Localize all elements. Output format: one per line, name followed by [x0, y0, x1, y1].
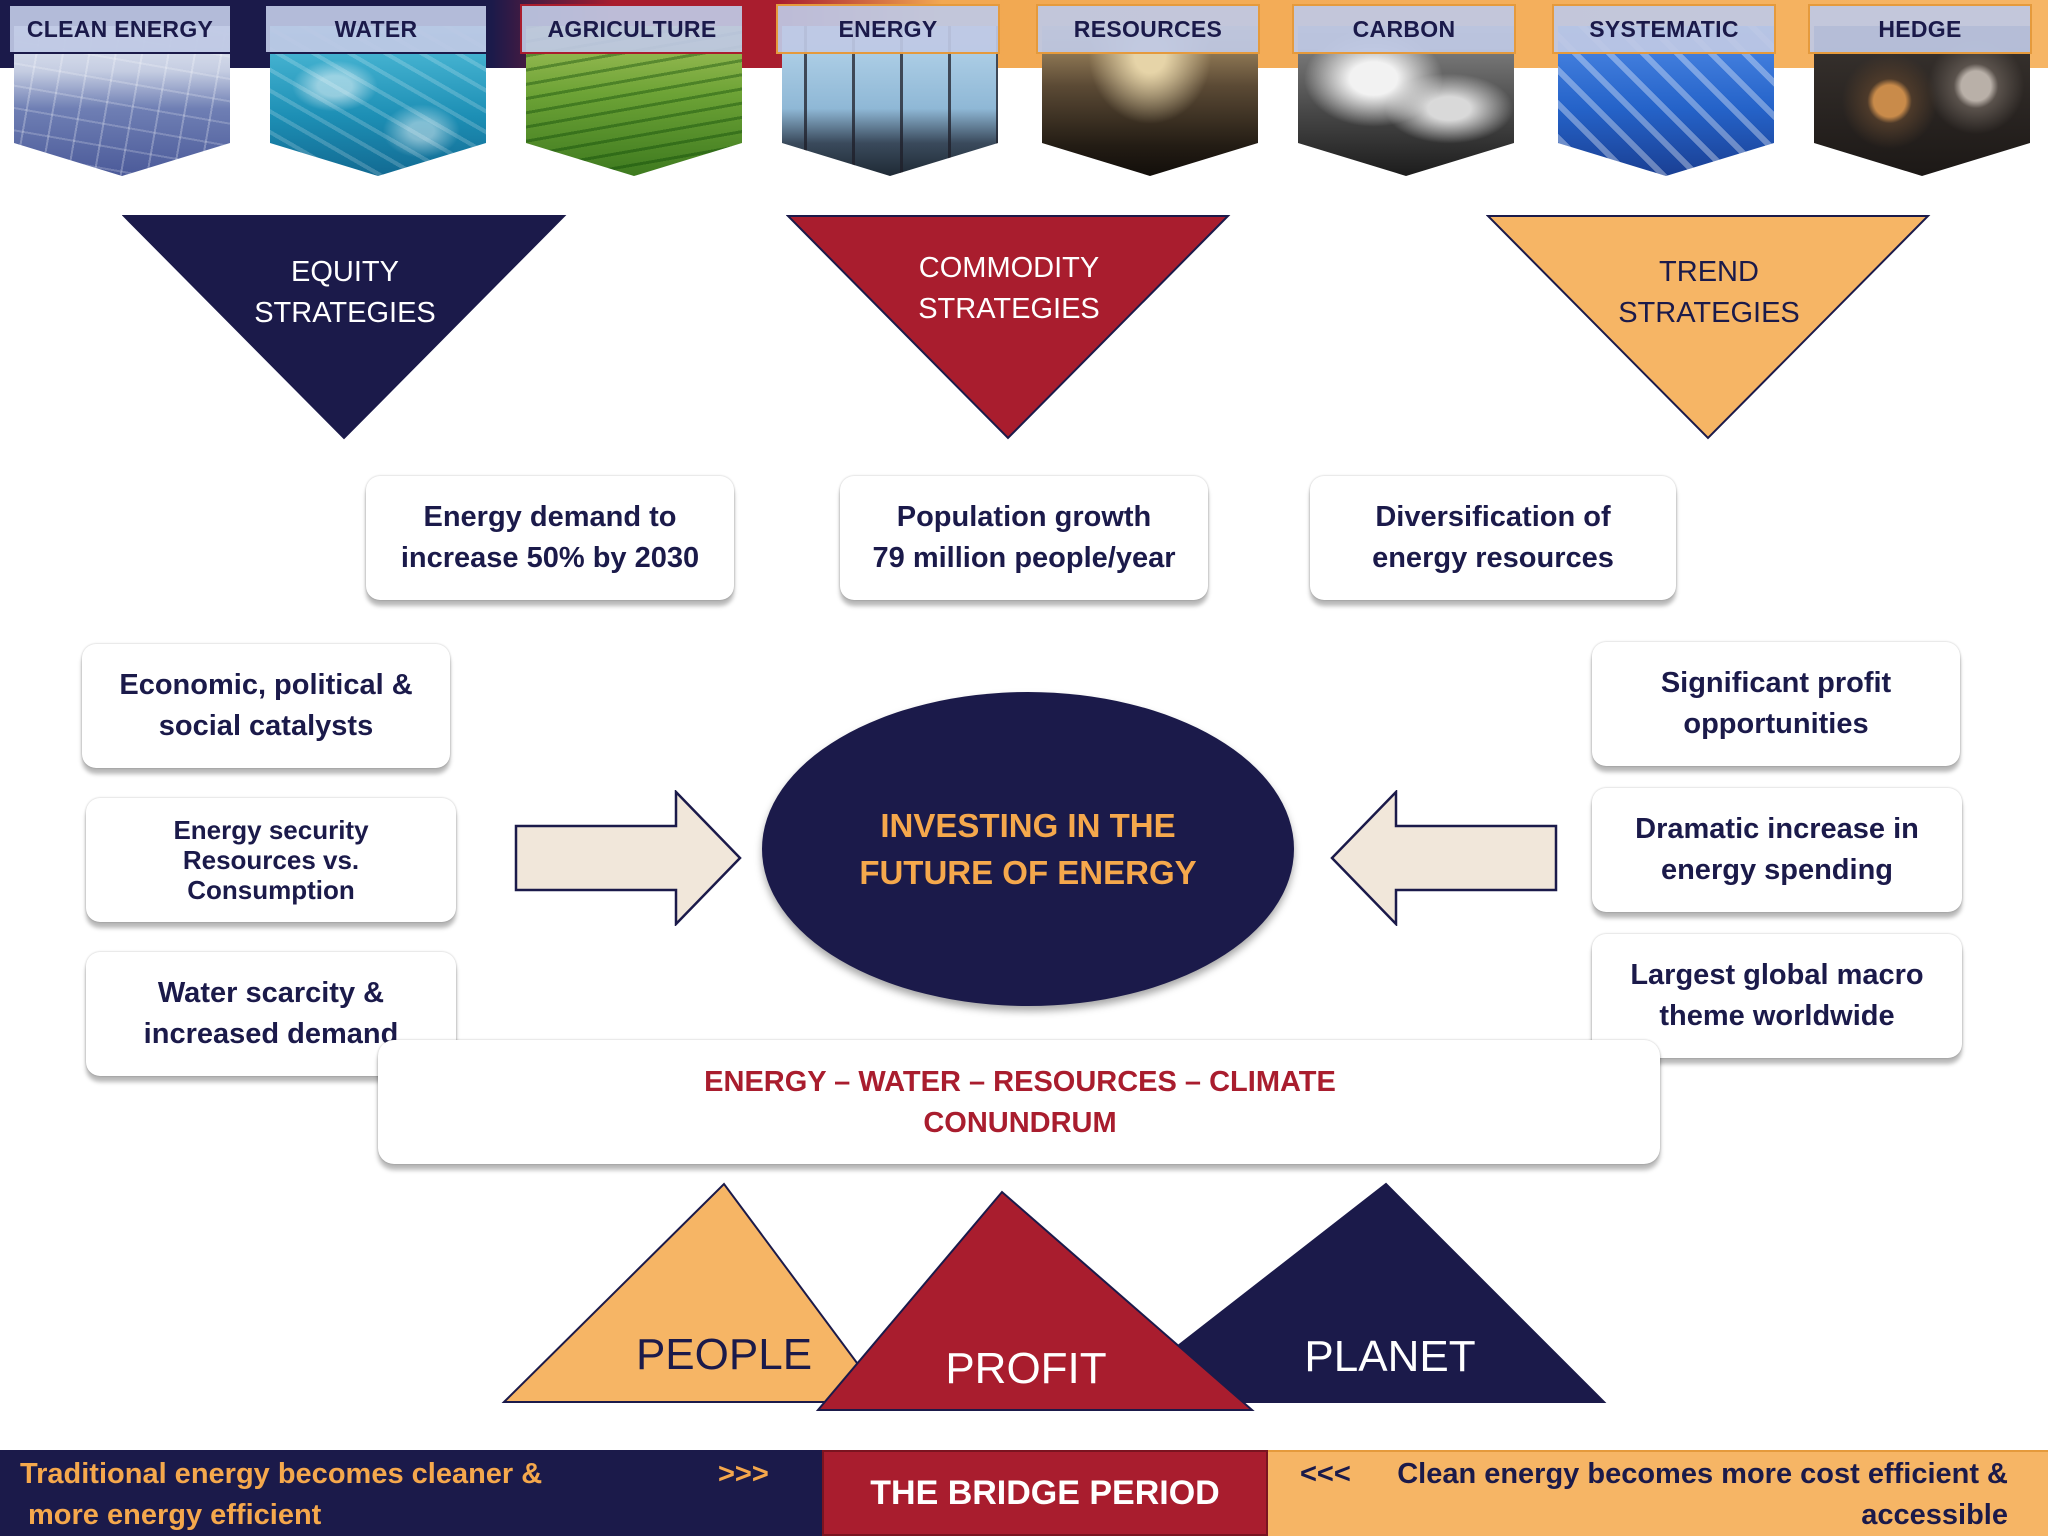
global-macro-box: Largest global macro theme worldwide: [1592, 934, 1962, 1058]
bridge-period-box: THE BRIDGE PERIOD: [822, 1450, 1268, 1536]
profit-label: PROFIT: [945, 1344, 1107, 1393]
trend-strategies-line2: STRATEGIES: [1618, 297, 1800, 329]
center-line1: INVESTING IN THE: [880, 807, 1176, 844]
theme-label-agriculture: AGRICULTURE: [520, 4, 744, 54]
theme-tile-energy[interactable]: ENERGY: [776, 4, 1004, 176]
theme-label-hedge: HEDGE: [1808, 4, 2032, 54]
spending-line2: energy spending: [1660, 854, 1894, 886]
water-line2: increased demand: [143, 1018, 399, 1050]
trend-strategies-triangle: TREND STRATEGIES: [1486, 212, 1932, 442]
theme-tile-hedge[interactable]: HEDGE: [1808, 4, 2036, 176]
commodity-strategies-triangle: COMMODITY STRATEGIES: [786, 212, 1232, 442]
footer-left-arrows: >>>: [718, 1458, 769, 1490]
commodity-strategies-line2: STRATEGIES: [918, 293, 1100, 325]
left-arrow-icon: [1330, 790, 1558, 926]
macro-line2: theme worldwide: [1659, 1000, 1895, 1032]
theme-tile-clean-energy[interactable]: CLEAN ENERGY: [8, 4, 236, 176]
bridge-period-label: THE BRIDGE PERIOD: [870, 1473, 1220, 1512]
profit-opportunities-box: Significant profit opportunities: [1592, 642, 1960, 766]
equity-strategies-line2: STRATEGIES: [254, 297, 436, 329]
investing-future-ellipse: INVESTING IN THE FUTURE OF ENERGY: [762, 692, 1294, 1006]
planet-label: PLANET: [1304, 1332, 1476, 1381]
catalysts-box: Economic, political & social catalysts: [82, 644, 450, 768]
equity-strategies-triangle: EQUITY STRATEGIES: [122, 212, 568, 442]
energy-demand-line1: Energy demand to: [423, 501, 677, 533]
theme-tile-systematic[interactable]: SYSTEMATIC: [1552, 4, 1780, 176]
security-line1: Energy security: [173, 815, 369, 845]
footer-left-line1: Traditional energy becomes cleaner &: [20, 1458, 543, 1490]
footer-right-line1: Clean energy becomes more cost efficient…: [1397, 1458, 2008, 1490]
conundrum-line1: ENERGY – WATER – RESOURCES – CLIMATE: [704, 1066, 1336, 1098]
theme-label-carbon: CARBON: [1292, 4, 1516, 54]
theme-label-systematic: SYSTEMATIC: [1552, 4, 1776, 54]
macro-line1: Largest global macro: [1630, 959, 1924, 991]
energy-demand-line2: increase 50% by 2030: [400, 542, 700, 574]
footer-left-text: Traditional energy becomes cleaner & mor…: [20, 1454, 620, 1536]
equity-strategies-line1: EQUITY: [291, 256, 399, 288]
catalysts-line1: Economic, political &: [119, 669, 413, 701]
catalysts-line2: social catalysts: [158, 710, 374, 742]
water-line1: Water scarcity &: [157, 977, 385, 1009]
conundrum-line2: CONUNDRUM: [923, 1107, 1117, 1139]
diversification-box: Diversification of energy resources: [1310, 476, 1676, 600]
population-line1: Population growth: [896, 501, 1152, 533]
right-arrow-icon: [514, 790, 742, 926]
theme-tile-agriculture[interactable]: AGRICULTURE: [520, 4, 748, 176]
theme-label-energy: ENERGY: [776, 4, 1000, 54]
population-growth-box: Population growth 79 million people/year: [840, 476, 1208, 600]
planet-triangle: [1103, 1182, 1607, 1403]
people-triangle: [501, 1182, 888, 1403]
footer-left-line2: more energy efficient: [28, 1499, 322, 1531]
theme-tile-resources[interactable]: RESOURCES: [1036, 4, 1264, 176]
footer-traditional-energy: [0, 1450, 822, 1536]
diversification-line1: Diversification of: [1375, 501, 1611, 533]
theme-label-resources: RESOURCES: [1036, 4, 1260, 54]
energy-spending-box: Dramatic increase in energy spending: [1592, 788, 1962, 912]
theme-label-clean-energy: CLEAN ENERGY: [8, 4, 232, 54]
commodity-strategies-line1: COMMODITY: [918, 252, 1100, 284]
diversification-line2: energy resources: [1372, 542, 1614, 574]
security-line3: Consumption: [187, 875, 355, 905]
energy-demand-box: Energy demand to increase 50% by 2030: [366, 476, 734, 600]
footer-right-arrows: <<<: [1300, 1458, 1351, 1490]
profit-triangle: [815, 1190, 1255, 1411]
profit-line1: Significant profit: [1660, 667, 1892, 699]
theme-tile-carbon[interactable]: CARBON: [1292, 4, 1520, 176]
center-line2: FUTURE OF ENERGY: [859, 854, 1197, 891]
footer-right-line2: accessible: [1861, 1499, 2008, 1531]
footer-right-text: Clean energy becomes more cost efficient…: [1370, 1454, 2008, 1536]
population-line2: 79 million people/year: [872, 542, 1176, 574]
theme-tile-water[interactable]: WATER: [264, 4, 492, 176]
trend-strategies-line1: TREND: [1659, 256, 1759, 288]
theme-label-water: WATER: [264, 4, 488, 54]
spending-line1: Dramatic increase in: [1635, 813, 1919, 845]
conundrum-panel: [378, 1040, 1660, 1164]
footer-clean-energy: [1268, 1450, 2048, 1536]
profit-line2: opportunities: [1683, 708, 1869, 740]
people-label: PEOPLE: [635, 1330, 813, 1379]
water-scarcity-box: Water scarcity & increased demand: [86, 952, 456, 1076]
triple-bottom-line-triangles: [501, 1182, 1607, 1411]
security-line2: Resources vs.: [182, 845, 360, 875]
conundrum-text: ENERGY – WATER – RESOURCES – CLIMATE CON…: [640, 1062, 1400, 1144]
